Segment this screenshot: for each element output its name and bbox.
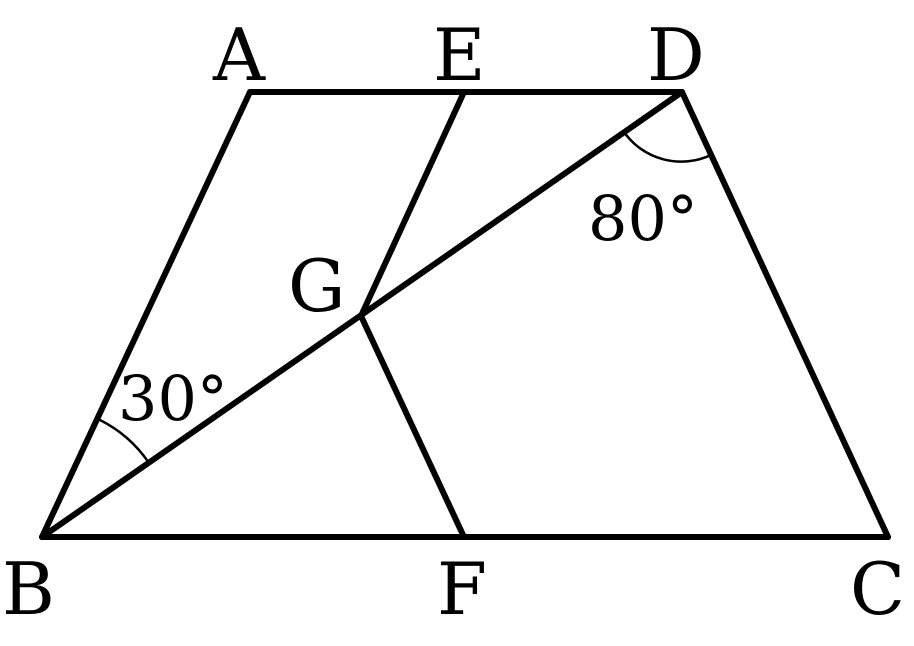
segment-gf: [358, 313, 467, 540]
angle-label-d: 80°: [588, 182, 698, 255]
segment-ab: [39, 89, 253, 540]
point-label-f: F: [437, 547, 487, 631]
point-label-e: E: [433, 13, 486, 97]
point-label-b: B: [2, 547, 55, 631]
segment-dc: [679, 89, 891, 540]
point-label-d: D: [647, 13, 705, 97]
segment-eg: [358, 89, 467, 319]
angle-arc-b: [97, 417, 151, 464]
point-label-g: G: [288, 244, 346, 328]
angle-arc-d: [622, 131, 712, 163]
point-label-a: A: [212, 13, 266, 97]
angle-label-b: 30°: [118, 362, 228, 435]
point-label-c: C: [850, 547, 905, 631]
